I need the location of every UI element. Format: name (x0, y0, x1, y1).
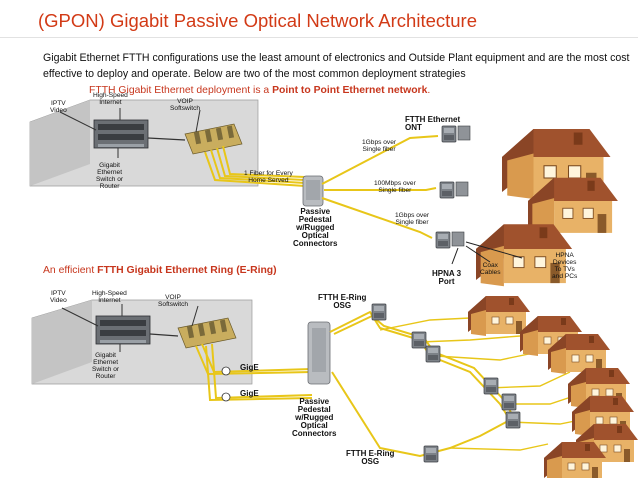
ring-caption: An efficient FTTH Gigabit Ethernet Ring … (43, 265, 277, 276)
ring-pedestal-icon (307, 321, 331, 385)
p2p-caption: FTTH Gigabit Ethernet deployment is a Po… (89, 85, 430, 96)
ring-house-1 (467, 295, 531, 337)
ring-gige-bottom-label: GigE (240, 389, 259, 398)
ring-osg-box-2 (411, 331, 427, 349)
title-divider (0, 37, 638, 38)
ring-router-icon (95, 315, 151, 345)
ring-caption-prefix: An efficient (43, 265, 98, 276)
p2p-caption-prefix: FTTH Gigabit Ethernet deployment is a (89, 85, 273, 96)
ring-caption-bold: FTTH Gigabit Ethernet Ring (E-Ring) (97, 265, 277, 276)
p2p-ont-box-3 (435, 231, 451, 249)
ring-house-7 (543, 441, 607, 478)
ring-osg-box-7 (423, 445, 439, 463)
ring-osg-box-3 (425, 345, 441, 363)
ring-osg-box-5 (501, 393, 517, 411)
slide-title: (GPON) Gigabit Passive Optical Network A… (38, 10, 478, 31)
p2p-pedestal-icon (302, 175, 324, 207)
ring-osg-box-4 (483, 377, 499, 395)
ring-osg-box-6 (505, 411, 521, 429)
p2p-patch-panel-icon (184, 123, 243, 155)
p2p-router-icon (93, 119, 149, 149)
ring-osg-box-1 (371, 303, 387, 321)
p2p-ont-box-2 (439, 181, 455, 199)
p2p-caption-suffix: . (427, 85, 431, 96)
p2p-caption-bold: Point to Point Ethernet network (272, 85, 428, 96)
intro-text: Gigabit Ethernet FTTH configurations use… (43, 52, 630, 80)
ring-gige-top-label: GigE (240, 363, 259, 372)
